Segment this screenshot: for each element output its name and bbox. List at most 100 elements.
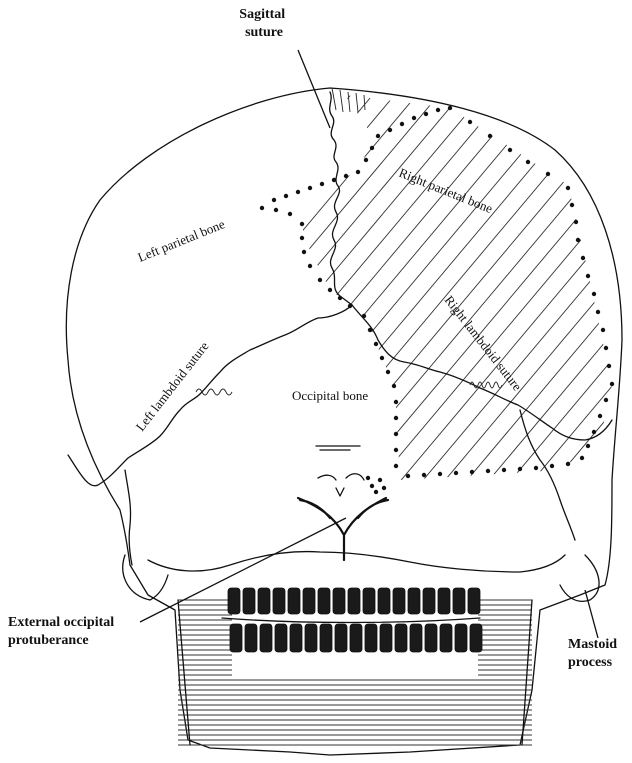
sagittal-notch-shading	[332, 88, 365, 112]
upper-tooth	[348, 588, 360, 614]
left-parietal-bone-label: Left parietal bone	[136, 216, 228, 265]
upper-tooth	[438, 588, 450, 614]
hatch-line	[0, 60, 314, 560]
right-parietal-bone-label: Right parietal bone	[397, 165, 495, 216]
boundary-dot	[580, 456, 584, 460]
hatch-line	[444, 60, 632, 560]
boundary-dot	[366, 476, 370, 480]
boundary-dot	[454, 471, 458, 475]
boundary-dot	[356, 170, 360, 174]
hatch-line	[598, 60, 632, 560]
lower-tooth	[350, 624, 362, 652]
boundary-dot	[438, 472, 442, 476]
right-lambdoid-suture-line	[352, 305, 612, 440]
boundary-dot	[386, 370, 390, 374]
boundary-dot	[586, 274, 590, 278]
boundary-dot	[486, 469, 490, 473]
boundary-dot	[508, 148, 512, 152]
boundary-dot	[436, 108, 440, 112]
boundary-dot	[284, 194, 288, 198]
hatch-line	[488, 60, 632, 560]
boundary-dot	[576, 238, 580, 242]
boundary-dot	[586, 444, 590, 448]
lower-tooth	[425, 624, 437, 652]
protuberance-label-line-2: protuberance	[8, 633, 89, 648]
boundary-dot	[502, 468, 506, 472]
mastoid-label-line-2: process	[568, 655, 613, 670]
boundary-dot	[308, 264, 312, 268]
superior-nuchal-line-mark	[316, 446, 360, 450]
nuchal-marks	[318, 474, 364, 496]
upper-tooth	[318, 588, 330, 614]
boundary-dot	[448, 106, 452, 110]
boundary-dot	[412, 116, 416, 120]
upper-tooth	[468, 588, 480, 614]
boundary-dot	[328, 288, 332, 292]
boundary-dot	[592, 430, 596, 434]
boundary-dot	[272, 198, 276, 202]
hatch-line	[48, 60, 468, 560]
upper-tooth	[243, 588, 255, 614]
mastoid-process-label: Mastoid process	[568, 637, 621, 670]
boundary-dot	[394, 464, 398, 468]
boundary-dot	[308, 186, 312, 190]
upper-tooth	[228, 588, 240, 614]
upper-tooth	[423, 588, 435, 614]
external-occipital-protuberance-label: External occipital protuberance	[8, 615, 118, 648]
occipital-lower-contour	[148, 552, 565, 572]
upper-tooth	[408, 588, 420, 614]
boundary-dot	[394, 432, 398, 436]
hatch-line	[576, 60, 632, 560]
hatch-line	[312, 60, 632, 560]
upper-tooth	[273, 588, 285, 614]
right-lambdoid-suture-label: Right lambdoid suture	[442, 293, 526, 394]
boundary-dot	[468, 120, 472, 124]
lower-tooth	[230, 624, 242, 652]
boundary-dot	[300, 236, 304, 240]
ramus-edge	[178, 600, 532, 745]
lower-tooth	[470, 624, 482, 652]
hatch-line	[378, 60, 632, 560]
lower-tooth	[320, 624, 332, 652]
upper-tooth	[393, 588, 405, 614]
boundary-dot	[374, 490, 378, 494]
boundary-dot	[546, 172, 550, 176]
boundary-dot	[370, 146, 374, 150]
jaw-hatching	[178, 600, 532, 745]
boundary-dot	[364, 158, 368, 162]
boundary-dot	[570, 203, 574, 207]
protuberance-label-line-1: External occipital	[8, 615, 114, 630]
hatch-line	[510, 60, 632, 560]
boundary-dot	[378, 478, 382, 482]
boundary-dot	[318, 278, 322, 282]
boundary-dot	[374, 342, 378, 346]
boundary-dot	[598, 414, 602, 418]
lower-tooth	[440, 624, 452, 652]
hatch-line	[620, 60, 632, 560]
boundary-dot	[320, 182, 324, 186]
external-occipital-protuberance-shape	[298, 498, 388, 560]
hatch-line	[202, 60, 622, 560]
boundary-dot	[422, 473, 426, 477]
boundary-dot	[601, 328, 605, 332]
boundary-dot	[394, 448, 398, 452]
occipitomastoid-suture-right	[520, 410, 575, 540]
lower-tooth	[305, 624, 317, 652]
upper-tooth	[453, 588, 465, 614]
boundary-dot	[488, 134, 492, 138]
boundary-dot	[394, 400, 398, 404]
boundary-dot	[581, 256, 585, 260]
boundary-dot	[604, 398, 608, 402]
lower-tooth	[455, 624, 467, 652]
upper-tooth	[288, 588, 300, 614]
occlusal-line	[222, 618, 480, 623]
boundary-dot	[604, 346, 608, 350]
lower-tooth	[275, 624, 287, 652]
boundary-dot	[534, 466, 538, 470]
hatch-line	[0, 60, 402, 560]
hatch-line	[158, 60, 578, 560]
boundary-dot	[332, 178, 336, 182]
mastoid-process-right-shape	[560, 555, 599, 601]
boundary-dot	[596, 310, 600, 314]
hatched-region	[0, 60, 632, 560]
